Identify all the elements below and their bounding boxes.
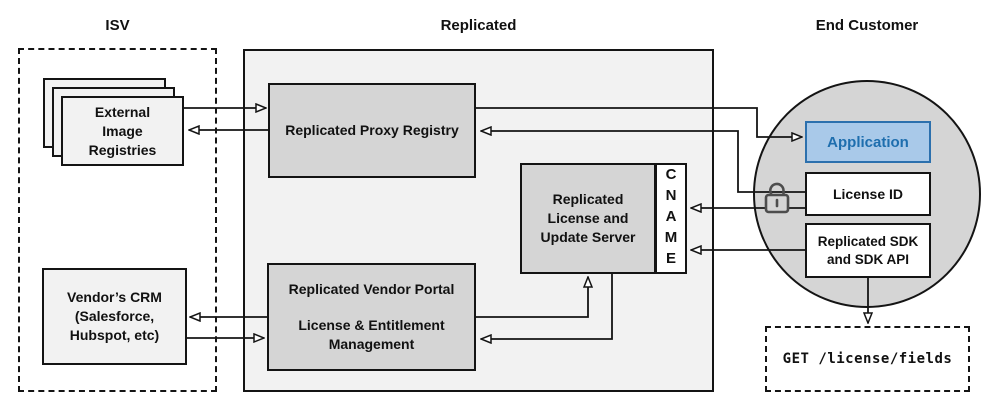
get-license-fields-box: GET /license/fields <box>765 326 970 392</box>
license-id-node: License ID <box>805 172 931 216</box>
replicated-proxy-registry-node: Replicated Proxy Registry <box>268 83 476 178</box>
arrow-portal-to-licenseserver <box>476 277 588 318</box>
cname-label: CNAME <box>662 166 680 271</box>
application-node: Application <box>805 121 931 163</box>
unlock-icon <box>764 182 790 214</box>
isv-group-box <box>18 48 217 392</box>
vendors-crm-node: Vendor’s CRM (Salesforce, Hubspot, etc) <box>42 268 187 365</box>
arrow-proxy-to-application <box>476 107 802 137</box>
replicated-sdk-node: Replicated SDK and SDK API <box>805 223 931 278</box>
replicated-vendor-portal-node: Replicated Vendor Portal License & Entit… <box>267 263 476 371</box>
isv-section-label: ISV <box>105 17 130 34</box>
vendor-portal-title: Replicated Vendor Portal <box>288 281 455 297</box>
end-customer-section-label: End Customer <box>815 17 919 34</box>
vendor-portal-subtitle: License & Entitlement Management <box>298 317 445 352</box>
replicated-license-update-server-node: Replicated License and Update Server <box>520 163 656 274</box>
replicated-section-label: Replicated <box>440 17 517 34</box>
external-image-registries-node: External Image Registries <box>61 96 184 166</box>
arrow-licenseserver-to-portal <box>481 274 613 339</box>
cname-strip: CNAME <box>655 163 687 274</box>
